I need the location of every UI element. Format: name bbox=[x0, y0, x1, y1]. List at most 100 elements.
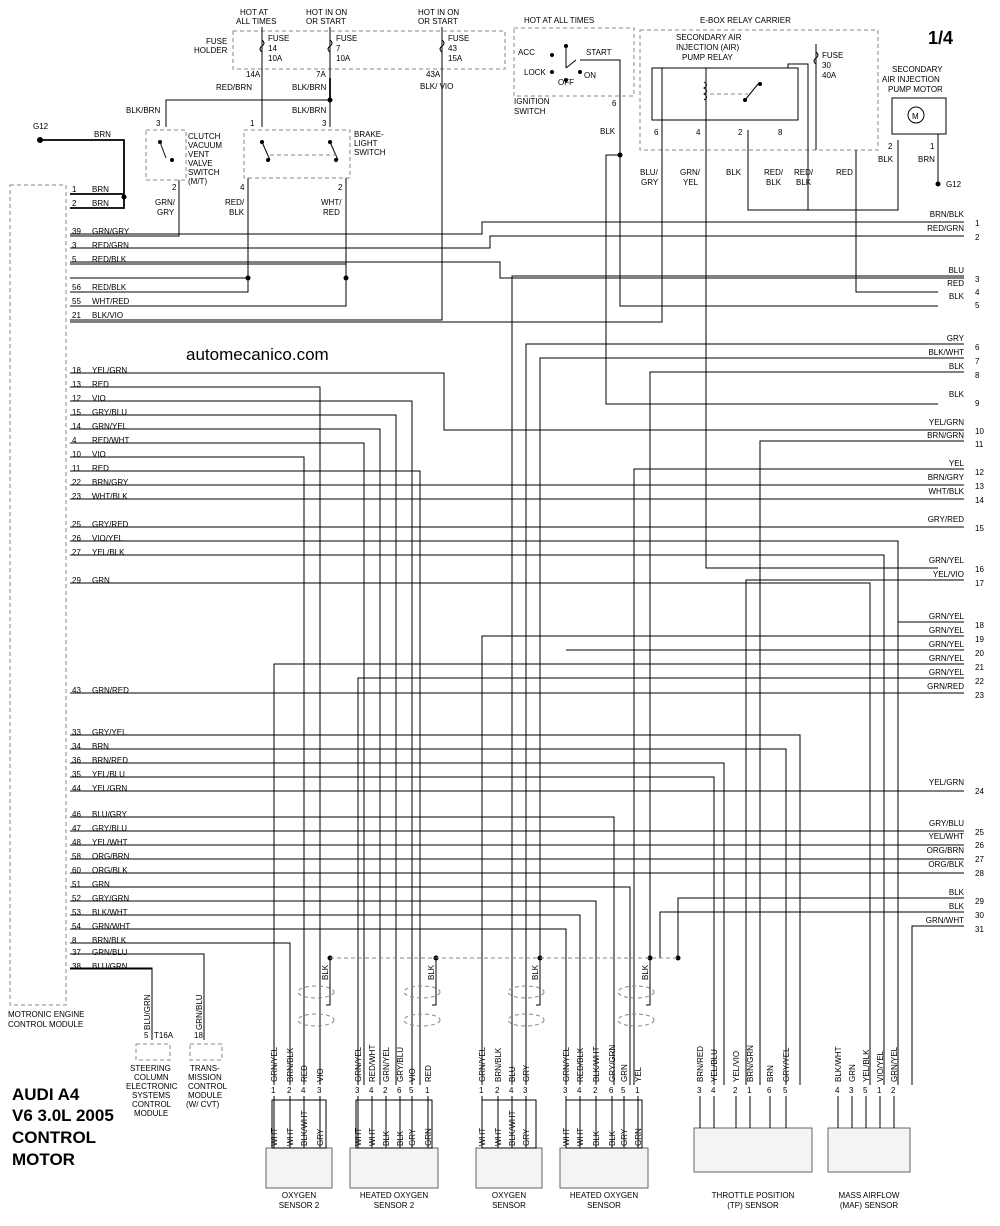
relay-pin-2: 2 bbox=[738, 128, 743, 137]
sensor-4-wire-2: RED/BLK bbox=[576, 1047, 585, 1082]
sensor-3-label-2: SENSOR bbox=[492, 1201, 526, 1210]
ecm-pin-60: 60 bbox=[72, 866, 81, 875]
ecm-wire-36: BRN/RED bbox=[92, 756, 128, 765]
ecm-pin-38: 38 bbox=[72, 962, 81, 971]
right-connector-15: 15 bbox=[975, 524, 984, 533]
sensor-2-body bbox=[349, 1147, 439, 1189]
relay-wire-redblk-b2: BLK bbox=[796, 178, 812, 187]
brake-wire-redblk-2: BLK bbox=[229, 208, 245, 217]
sensor-4-pin-2: 4 bbox=[577, 1086, 582, 1095]
wire-19 bbox=[70, 734, 801, 1085]
relay-wire-blk: BLK bbox=[726, 168, 742, 177]
right-connector-16: 16 bbox=[975, 565, 984, 574]
steering-connector: T16A bbox=[154, 1031, 174, 1040]
right-connector-24: 24 bbox=[975, 787, 984, 796]
sensor-6-wire-3: YEL/BLK bbox=[862, 1049, 871, 1082]
right-connector-3: 3 bbox=[975, 275, 980, 284]
sensor-5-pin-5: 6 bbox=[767, 1086, 772, 1095]
relay-label-1: SECONDARY AIR bbox=[676, 33, 742, 42]
sensor-6-wire-2: GRN bbox=[848, 1064, 857, 1082]
ignition-label-2: SWITCH bbox=[514, 107, 546, 116]
sensor-1-bottom-wire-4: GRY bbox=[316, 1128, 325, 1146]
left-ground: G12 BRN bbox=[33, 122, 127, 209]
right-wire-8: BLK bbox=[949, 362, 965, 371]
sensor-5-wire-6: GRY/YEL bbox=[782, 1047, 791, 1082]
sensor-6: BLK/WHT4GRN3YEL/BLK5VIO/YEL1GRN/YEL2MASS… bbox=[827, 1046, 911, 1210]
right-wire-25: GRY/BLU bbox=[929, 819, 964, 828]
sensor-4-pin-4: 6 bbox=[609, 1086, 614, 1095]
sensor-3: GRN/YEL1WHTBRN/BLK2WHTBLU4BLK/WHTGRY3GRY… bbox=[475, 958, 545, 1210]
ecm-wire-18: YEL/GRN bbox=[92, 366, 127, 375]
relay-wire-redblk-a2: BLK bbox=[766, 178, 782, 187]
ecm-pin-34: 34 bbox=[72, 742, 81, 751]
ecm-pin-35: 35 bbox=[72, 770, 81, 779]
right-connector-18: 18 bbox=[975, 621, 984, 630]
right-wire-1: BRN/BLK bbox=[930, 210, 965, 219]
ecm-pin-53: 53 bbox=[72, 908, 81, 917]
right-wire-18: GRN/YEL bbox=[929, 612, 965, 621]
right-connector-12: 12 bbox=[975, 468, 984, 477]
relay-wire-grnyel-1: GRN/ bbox=[680, 168, 701, 177]
right-wire-21: GRN/YEL bbox=[929, 654, 965, 663]
fuse-14-icon bbox=[259, 39, 265, 53]
sensor-3-bottom-wire-3: BLK/WHT bbox=[508, 1110, 517, 1146]
right-wire-14: WHT/BLK bbox=[928, 487, 964, 496]
sensor-4-shield-top bbox=[617, 985, 655, 999]
ecm-wire-4: RED/WHT bbox=[92, 436, 129, 445]
right-wire-11: BRN/GRN bbox=[927, 431, 964, 440]
right-wire-23: GRN/RED bbox=[927, 682, 964, 691]
sensor-6-label-2: (MAF) SENSOR bbox=[840, 1201, 898, 1210]
clutch-label-5: SWITCH bbox=[188, 168, 220, 177]
sensor-5-pin-1: 3 bbox=[697, 1086, 702, 1095]
ecm-wire-2: BRN bbox=[92, 199, 109, 208]
sensor-1-label-2: SENSOR 2 bbox=[279, 1201, 320, 1210]
clutch-wire-grngry-1: GRN/ bbox=[155, 198, 176, 207]
ecm-wire-34: BRN bbox=[92, 742, 109, 751]
sensor-4-pin-3: 2 bbox=[593, 1086, 598, 1095]
clutch-wire-blkbrn: BLK/BRN bbox=[126, 106, 160, 115]
wire-1 bbox=[70, 221, 964, 235]
sensor-2-pin-4: 6 bbox=[397, 1086, 402, 1095]
ignition-start: START bbox=[586, 48, 612, 57]
sensor-5-wire-5: BRN bbox=[766, 1065, 775, 1082]
wire-45 bbox=[357, 677, 964, 1085]
sensor-4-drain bbox=[646, 958, 651, 1006]
sensor-2-shield-top bbox=[403, 985, 441, 999]
wire-35 bbox=[525, 343, 964, 1085]
ignition-label-1: IGNITION bbox=[514, 97, 550, 106]
fuse-7-wire: BLK/BRN bbox=[292, 83, 326, 92]
right-wire-5: BLK bbox=[949, 292, 965, 301]
sensor-1-pin-3: 4 bbox=[301, 1086, 306, 1095]
fuse-holder-2: HOLDER bbox=[194, 46, 228, 55]
transmission-label-2: MISSION bbox=[188, 1073, 222, 1082]
sensor-3-label-1: OXYGEN bbox=[492, 1191, 526, 1200]
ecm-pin-52: 52 bbox=[72, 894, 81, 903]
sensor-3-shield-bottom bbox=[507, 1013, 545, 1027]
pump-symbol: M bbox=[912, 112, 919, 121]
sensor-5-wire-3: YEL/VIO bbox=[732, 1051, 741, 1082]
right-connector-7: 7 bbox=[975, 357, 980, 366]
pump-ground: G12 bbox=[946, 180, 962, 189]
sensor-2-label-1: HEATED OXYGEN bbox=[360, 1191, 429, 1200]
sensors: GRN/YEL1WHTBRN/BLK2WHTRED4BLK/WHTVIO3GRY… bbox=[265, 958, 911, 1210]
title-line-4: MOTOR bbox=[12, 1150, 75, 1169]
transmission-pin: 18 bbox=[194, 1031, 203, 1040]
fuse-7: FUSE 7 10A 7A BLK/BRN bbox=[292, 27, 357, 92]
right-wire-15: GRY/RED bbox=[928, 515, 965, 524]
brake-pin-2: 2 bbox=[338, 183, 343, 192]
wire-31 bbox=[70, 914, 581, 1085]
ecm-pin-21: 21 bbox=[72, 311, 81, 320]
sensor-1-bottom-wire-2: WHT bbox=[286, 1128, 295, 1146]
clutch-label-6: (M/T) bbox=[188, 177, 207, 186]
ecm-pin-4: 4 bbox=[72, 436, 77, 445]
wire-33 bbox=[70, 942, 291, 1085]
sensor-2-wire-2: RED/WHT bbox=[368, 1045, 377, 1082]
pump-pin-2: 2 bbox=[888, 142, 893, 151]
right-connector-6: 6 bbox=[975, 343, 980, 352]
sensor-3-pin-2: 2 bbox=[495, 1086, 500, 1095]
right-wire-19: GRN/YEL bbox=[929, 626, 965, 635]
fuse-14-number: 14 bbox=[268, 44, 277, 53]
right-connector-8: 8 bbox=[975, 371, 980, 380]
fuse-holder-box bbox=[232, 30, 506, 70]
ecm-pin-54: 54 bbox=[72, 922, 81, 931]
